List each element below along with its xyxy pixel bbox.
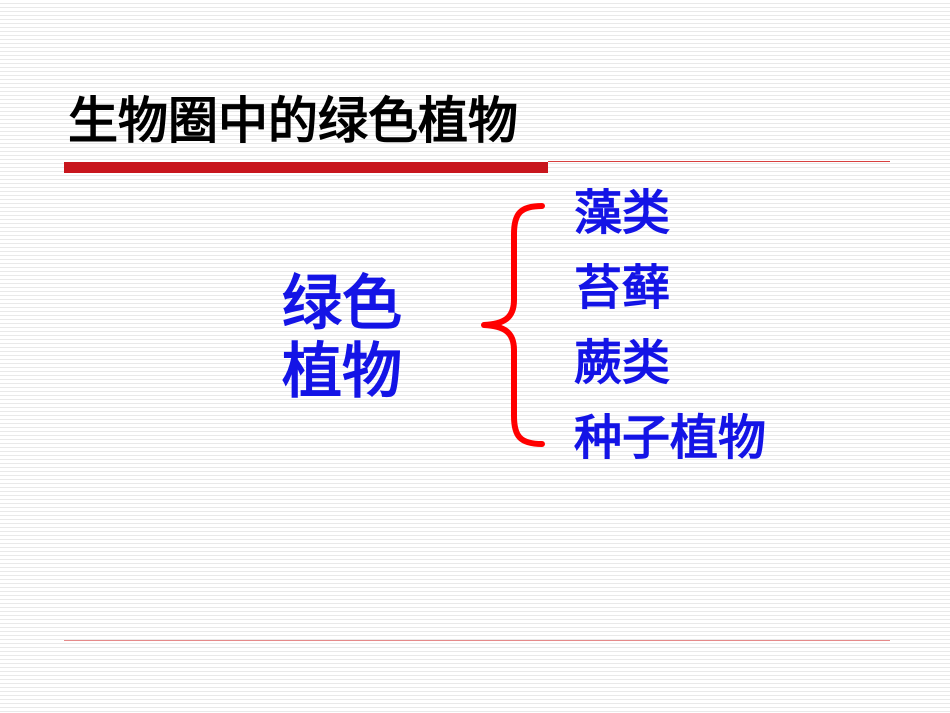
- category-list: 藻类 苔藓 蕨类 种子植物: [574, 176, 766, 476]
- main-term-line-2: 植物: [282, 337, 402, 407]
- category-item-moss: 苔藓: [574, 260, 671, 316]
- curly-brace-icon: [481, 203, 545, 447]
- category-item-seed-plants: 种子植物: [574, 410, 767, 466]
- footer-rule-line: [64, 640, 890, 641]
- main-term-line-1: 绿色: [282, 269, 402, 339]
- main-term: 绿色 植物: [282, 270, 402, 406]
- slide-title: 生物圈中的绿色植物: [68, 92, 518, 150]
- category-item-fern: 蕨类: [574, 335, 671, 391]
- title-rule-line: [548, 161, 890, 162]
- category-item-algae: 藻类: [574, 185, 671, 241]
- title-underline-bar: [64, 162, 548, 173]
